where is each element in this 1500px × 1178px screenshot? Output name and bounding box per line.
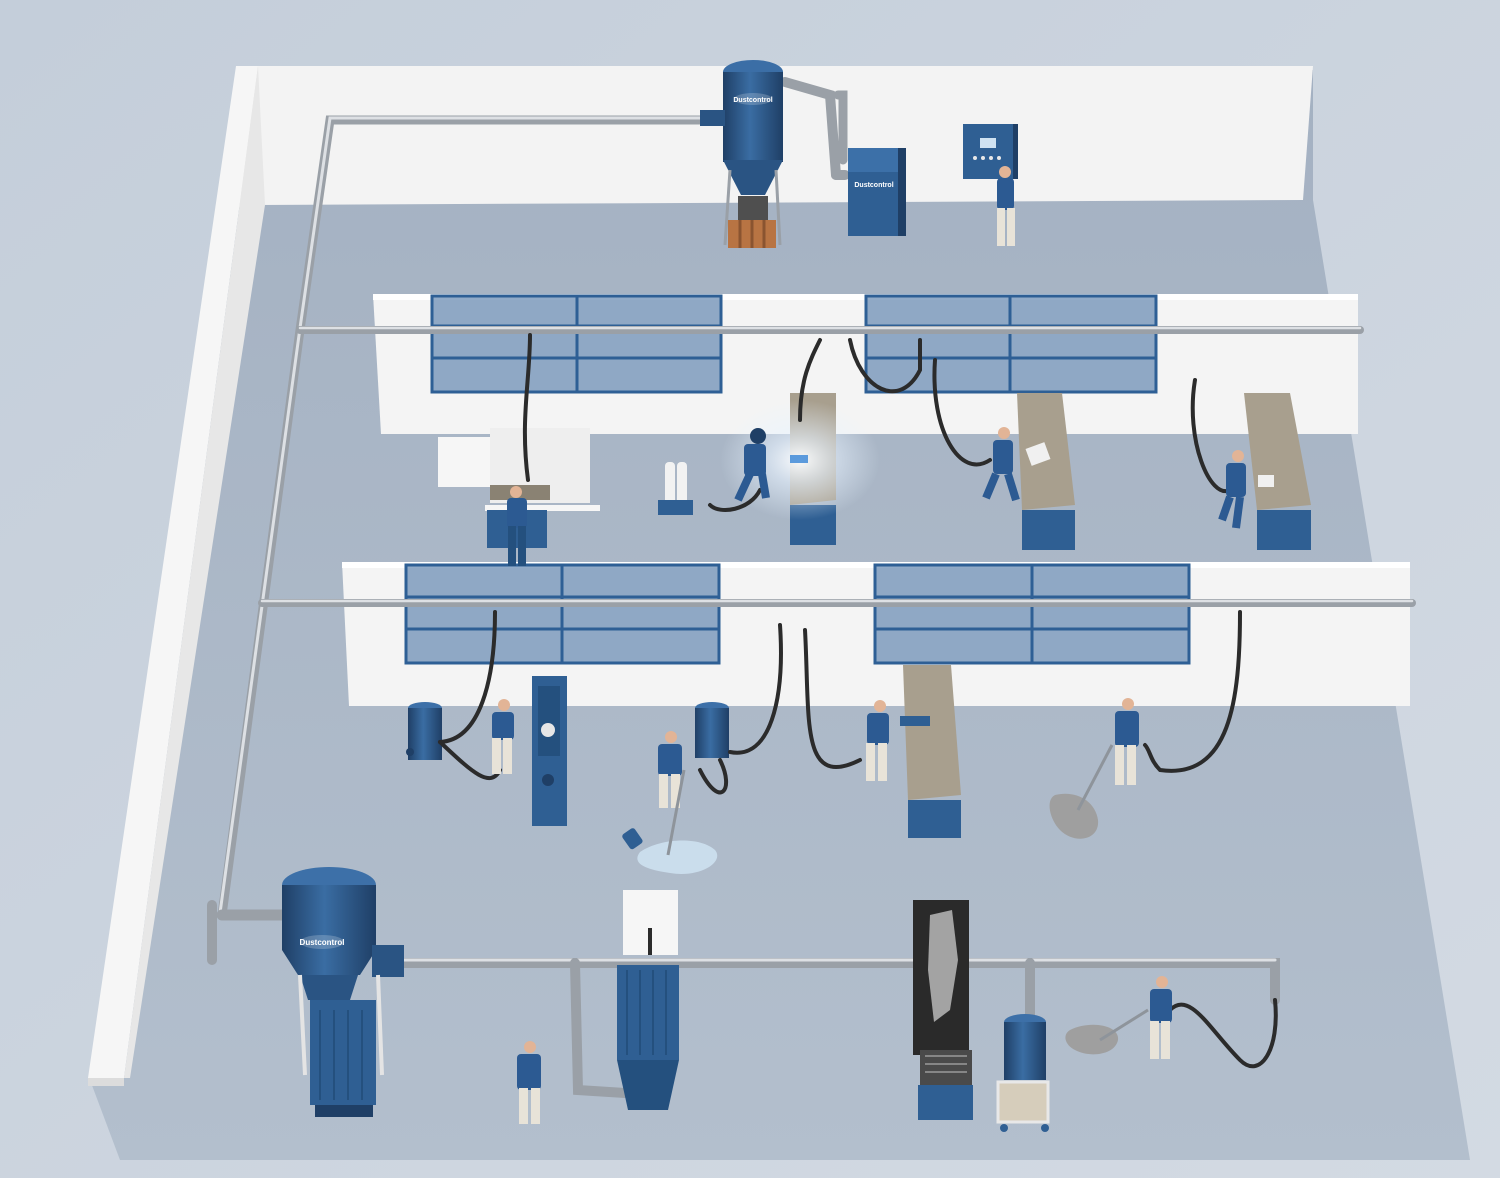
mobile-vacuum-left bbox=[406, 702, 442, 760]
lathe-machine bbox=[532, 676, 567, 826]
cyclone-brand-logo: Dustcontrol bbox=[733, 93, 773, 105]
trolley-vacuum-unit bbox=[996, 1014, 1050, 1132]
conveyor-machine bbox=[913, 900, 973, 1120]
dust-pile-center bbox=[1049, 793, 1099, 839]
worker-mopping bbox=[658, 731, 686, 856]
workbench-lower bbox=[903, 665, 961, 838]
dust-pile-bottom-right bbox=[1065, 1024, 1119, 1055]
mobile-vacuum-center bbox=[695, 702, 729, 758]
shelf-unit-upper-right bbox=[864, 294, 1158, 394]
tipped-bucket bbox=[622, 828, 643, 850]
left-wall bbox=[88, 66, 265, 1086]
wooden-pallet bbox=[728, 220, 776, 248]
water-spill bbox=[622, 828, 718, 874]
worker-control-panel bbox=[997, 166, 1015, 246]
worker-bench-center bbox=[982, 427, 1051, 502]
worker-bench-right bbox=[1218, 450, 1274, 529]
shelf-unit-upper-left bbox=[430, 294, 723, 394]
extraction-hoses bbox=[438, 333, 1278, 1069]
bottom-cyclone-separator: Dustcontrol bbox=[282, 867, 404, 1117]
welding-gas-cylinders bbox=[658, 462, 693, 515]
hopper-unit bbox=[617, 890, 679, 1110]
shelf-unit-lower-left bbox=[404, 563, 721, 665]
worker-saw-table bbox=[507, 486, 527, 566]
worker-welder bbox=[734, 428, 808, 502]
worker-bottom-right bbox=[1099, 976, 1172, 1059]
worker-floor-vacuuming bbox=[1076, 698, 1139, 811]
svg-text:Dustcontrol: Dustcontrol bbox=[854, 182, 893, 189]
worker-bench-lower bbox=[866, 700, 930, 781]
vacuum-pipe-network bbox=[207, 77, 1416, 1098]
worker-lathe bbox=[492, 699, 514, 774]
filter-unit: Dustcontrol bbox=[848, 148, 906, 236]
svg-text:Dustcontrol: Dustcontrol bbox=[300, 938, 345, 947]
worker-bottom-center bbox=[517, 1041, 541, 1124]
svg-text:Dustcontrol: Dustcontrol bbox=[733, 97, 772, 104]
top-cyclone-separator: Dustcontrol bbox=[700, 60, 783, 246]
shelf-unit-lower-right bbox=[873, 563, 1191, 665]
